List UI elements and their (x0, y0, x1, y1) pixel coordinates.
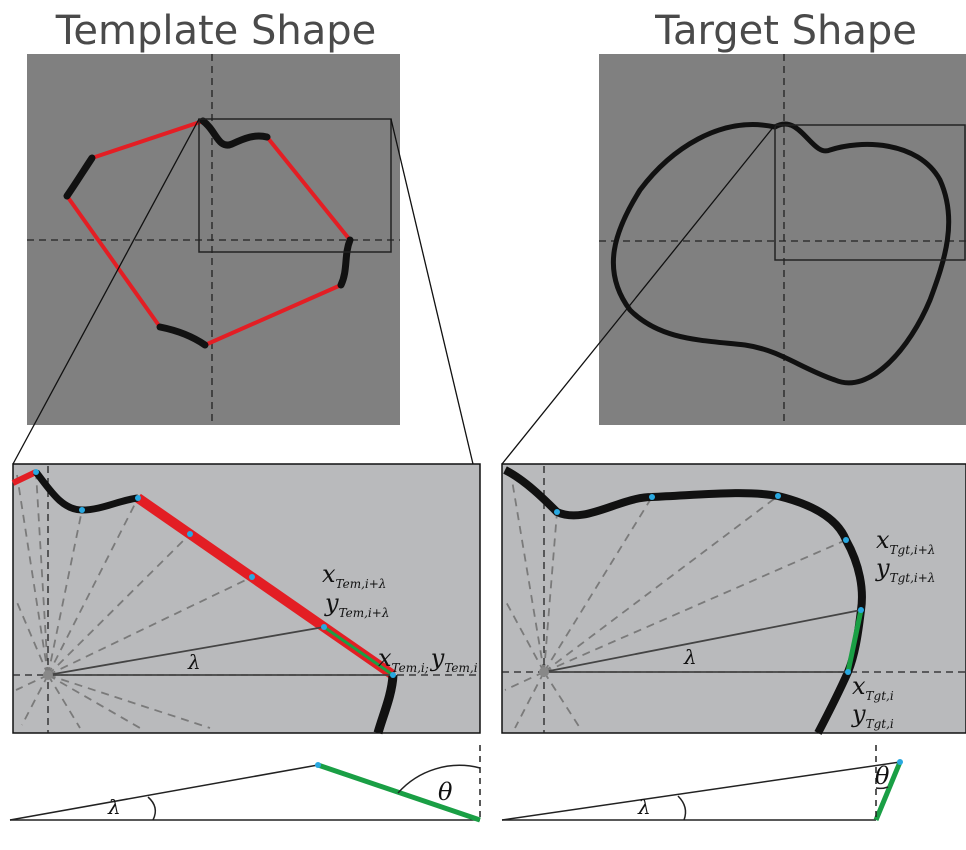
template-lambda-arc (147, 796, 157, 821)
template-angle-triangle: λ θ (9, 745, 481, 823)
target-panel-background (599, 54, 966, 425)
zoom-connector-lines (12, 118, 776, 465)
target-shape-title: Target Shape (654, 8, 917, 54)
target-lambda-label: λ (683, 645, 697, 669)
target-triangle-point (897, 759, 903, 765)
target-lambda-arc (677, 795, 687, 821)
template-shape-panel (27, 54, 400, 425)
template-zoom-panel: λ xTem,i+λ yTem,i+λ xTem,i;yTem,i (11, 463, 481, 735)
template-zoom-background (12, 463, 481, 734)
template-theta-label: θ (438, 778, 453, 806)
template-zoom-box (198, 118, 392, 253)
target-sample-points (554, 493, 864, 675)
template-shape-title: Template Shape (55, 8, 377, 54)
template-center-point (43, 670, 53, 680)
template-black-arcs (63, 117, 354, 349)
target-next-y-label: yTgt,i+λ (875, 554, 935, 585)
target-shape-panel (599, 54, 966, 425)
target-theta-label: θ (875, 762, 890, 790)
template-triangle-side (9, 764, 319, 821)
template-lambda-ray (47, 626, 325, 676)
template-red-edges (65, 119, 352, 347)
target-next-x-label: xTgt,i+λ (876, 526, 935, 557)
target-lambda-ray (543, 609, 862, 673)
target-closed-curve (610, 121, 952, 386)
target-zoom-background (501, 463, 966, 734)
template-green-segment (323, 625, 394, 677)
template-radial-lines (15, 471, 253, 729)
target-current-x-label: xTgt,i (852, 672, 894, 703)
target-zoom-box (774, 124, 966, 261)
template-triangle-lambda-label: λ (107, 795, 121, 819)
template-next-y-label: yTem,i+λ (324, 589, 389, 620)
target-center-point (539, 667, 549, 677)
target-angle-triangle: λ θ (501, 745, 903, 821)
target-radial-lines (504, 479, 847, 729)
target-green-segment (845, 609, 864, 673)
target-current-y-label: yTgt,i (851, 700, 894, 731)
template-triangle-point (315, 762, 321, 768)
target-theta-arc (875, 786, 889, 790)
target-triangle-lambda-label: λ (637, 795, 651, 819)
template-zoom-black-arc-lower (373, 674, 398, 735)
template-current-xy-label: xTem,i;yTem,i (378, 644, 478, 675)
template-zoom-red-edge-left (11, 469, 38, 486)
template-sample-points (33, 469, 396, 678)
template-theta-arc (397, 764, 481, 794)
template-lambda-label: λ (187, 650, 201, 674)
target-zoom-panel: λ xTgt,i+λ yTgt,i+λ xTgt,i yTgt,i (501, 463, 966, 735)
target-triangle-side (501, 761, 901, 821)
template-next-x-label: xTem,i+λ (322, 560, 386, 591)
target-triangle-green-edge (873, 761, 903, 821)
